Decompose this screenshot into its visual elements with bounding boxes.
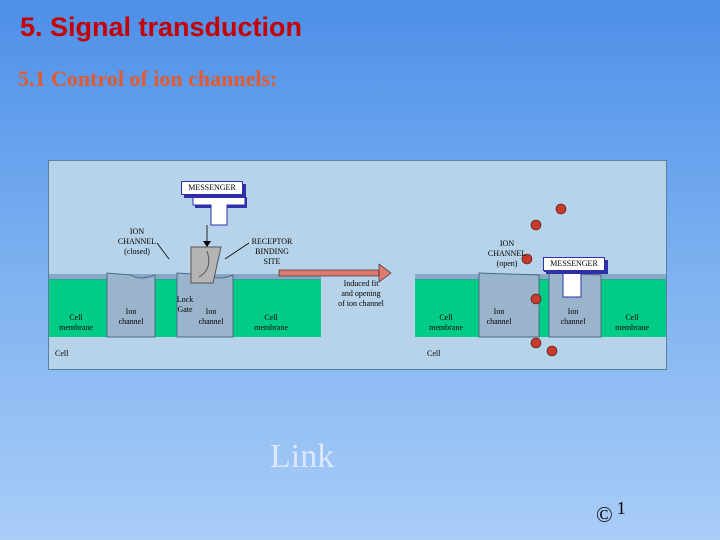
ion	[556, 204, 566, 214]
left-ion-channel-subunit-1	[107, 273, 155, 337]
left-cell-label: Cell	[55, 349, 85, 359]
link-button[interactable]: Link	[270, 438, 334, 476]
slide-title: 5. Signal transduction	[20, 12, 302, 43]
copyright-notice: ©1	[596, 498, 626, 528]
ion	[547, 346, 557, 356]
slide-subtitle: 5.1 Control of ion channels:	[18, 66, 277, 92]
right-cell-label: Cell	[427, 349, 457, 359]
footnote-number: 1	[617, 498, 626, 518]
left-messenger-label: MESSENGER	[181, 181, 243, 195]
transition-arrow	[279, 270, 379, 276]
ion	[531, 294, 541, 304]
copyright-symbol: ©	[596, 502, 613, 527]
right-ion-channel-subunit-1	[479, 273, 539, 337]
left-messenger-shape	[193, 194, 245, 225]
ion	[531, 338, 541, 348]
ion	[531, 220, 541, 230]
right-messenger-label: MESSENGER	[543, 257, 605, 271]
